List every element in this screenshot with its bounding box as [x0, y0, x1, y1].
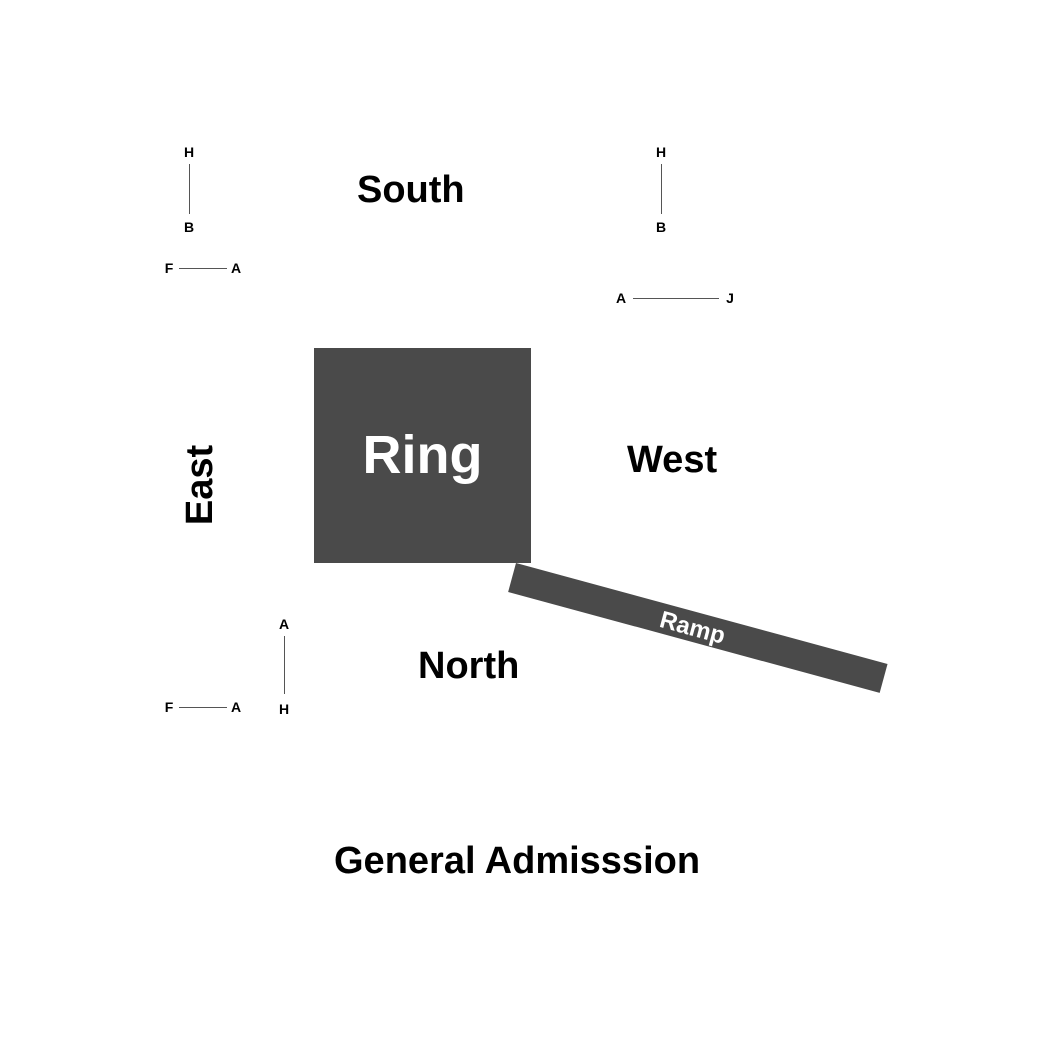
row-marker-letter: F: [164, 699, 174, 715]
row-range-line: [179, 707, 227, 708]
entrance-ramp[interactable]: Ramp: [508, 563, 888, 693]
row-marker-letter: A: [615, 290, 627, 306]
row-marker-letter: J: [726, 290, 734, 306]
row-marker-letter: H: [278, 701, 290, 717]
section-general-admission-label[interactable]: General Admisssion: [334, 840, 701, 882]
row-marker-letter: H: [183, 144, 195, 160]
row-range-line: [633, 298, 719, 299]
section-north-label[interactable]: North: [418, 645, 520, 687]
ring-label: Ring: [362, 425, 483, 485]
row-range-line: [661, 164, 662, 214]
row-marker-letter: A: [230, 260, 242, 276]
section-south-label[interactable]: South: [357, 169, 465, 211]
row-marker-letter: B: [655, 219, 667, 235]
ramp-label: Ramp: [656, 606, 729, 650]
row-range-line: [179, 268, 227, 269]
row-marker-letter: B: [183, 219, 195, 235]
section-west-label[interactable]: West: [627, 439, 718, 481]
row-marker-letter: A: [230, 699, 242, 715]
row-range-line: [284, 636, 285, 694]
row-range-line: [189, 164, 190, 214]
section-east-label[interactable]: East: [179, 444, 221, 526]
row-marker-letter: A: [278, 616, 290, 632]
row-marker-letter: H: [655, 144, 667, 160]
ring-stage[interactable]: Ring: [314, 348, 531, 563]
row-marker-letter: F: [164, 260, 174, 276]
